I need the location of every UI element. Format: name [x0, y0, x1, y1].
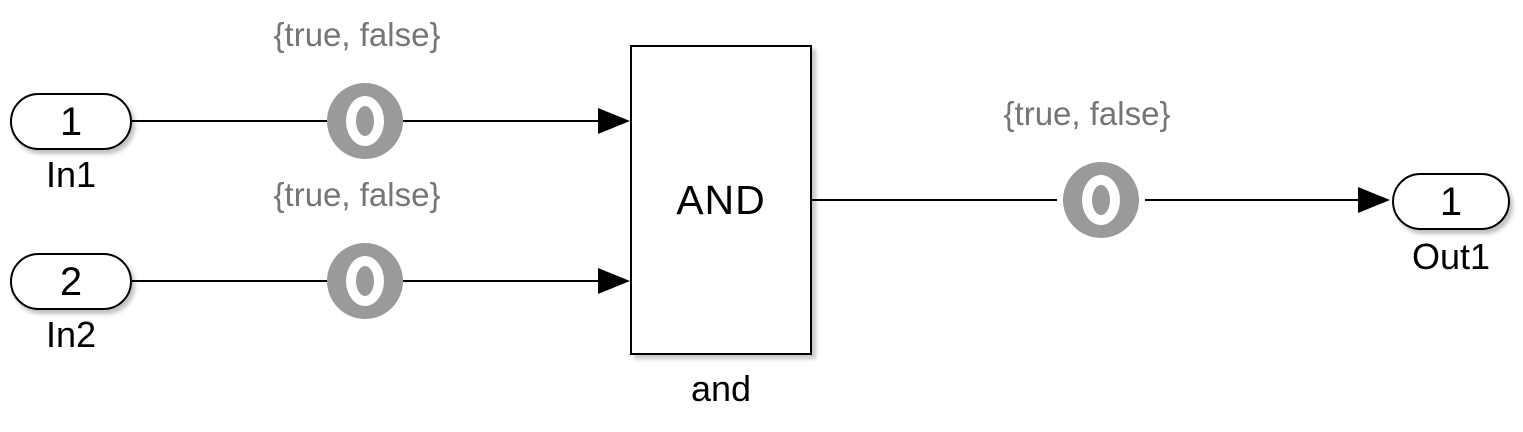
signal-range-annotation-out: {true, false} [1003, 95, 1171, 132]
inport-block-in1[interactable]: 1 [10, 93, 132, 150]
observer-o-ring-icon [346, 96, 384, 146]
observer-o-ring-icon [346, 256, 384, 306]
signal-range-annotation-in1: {true, false} [273, 16, 441, 53]
signal-line-out-right-segment[interactable] [1145, 199, 1358, 201]
signal-observer-badge-in2[interactable] [327, 243, 403, 319]
signal-observer-badge-out[interactable] [1063, 162, 1139, 238]
outport-out1-number: 1 [1439, 179, 1463, 224]
signal-line-out-left-segment[interactable] [812, 199, 1057, 201]
logical-operator-block-and[interactable]: AND [630, 45, 812, 355]
signal-line-in2-left-segment[interactable] [132, 280, 327, 282]
and-block-label: and [690, 368, 752, 409]
arrowhead-icon[interactable] [1358, 187, 1390, 213]
outport-block-out1[interactable]: 1 [1392, 173, 1510, 230]
arrowhead-icon[interactable] [598, 108, 630, 134]
arrowhead-icon[interactable] [598, 268, 630, 294]
inport-label-in1: In1 [45, 154, 97, 195]
signal-line-in2-right-segment[interactable] [403, 280, 598, 282]
signal-range-annotation-in2: {true, false} [273, 176, 441, 213]
inport-in2-number: 2 [59, 259, 83, 304]
inport-label-in2: In2 [45, 314, 97, 355]
signal-line-in1-left-segment[interactable] [132, 120, 327, 122]
signal-observer-badge-in1[interactable] [327, 83, 403, 159]
observer-o-ring-icon [1082, 175, 1120, 225]
outport-label-out1: Out1 [1411, 236, 1491, 277]
and-block-operator-text: AND [676, 176, 766, 223]
signal-line-in1-right-segment[interactable] [403, 120, 598, 122]
inport-block-in2[interactable]: 2 [10, 253, 132, 310]
inport-in1-number: 1 [59, 99, 83, 144]
